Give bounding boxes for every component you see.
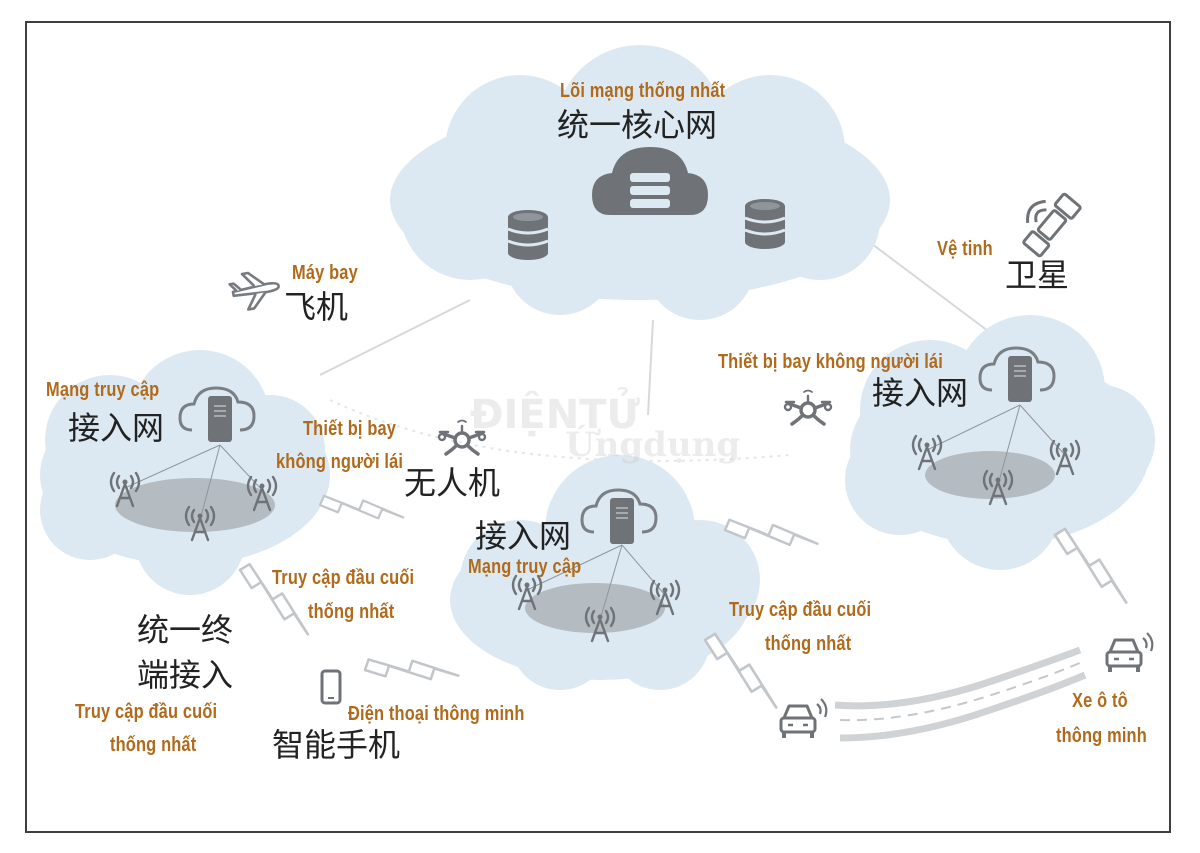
drone-left-label-vi-line1: Thiết bị bay: [303, 418, 397, 440]
smart-car-label-vi-line1: Xe ô tô: [1072, 690, 1128, 712]
wireless-link-icon: [315, 464, 405, 555]
coverage-area-left: [115, 478, 275, 532]
database-icon: [506, 208, 550, 262]
core-network-label-zh: 统一核心网: [557, 106, 718, 144]
link-label-center-line1: Truy cập đầu cuối: [272, 567, 415, 589]
watermark-line2: Ứngdụng: [565, 425, 741, 465]
unified-terminal-label-zh-line1: 统一终: [137, 611, 234, 649]
smartphone-label-vi: Điện thoại thông minh: [348, 703, 525, 725]
link-label-right-line1: Truy cập đầu cuối: [729, 599, 872, 621]
road: [834, 646, 1087, 742]
unified-terminal-label-zh-line2: 端接入: [137, 656, 234, 694]
airplane-icon: [228, 271, 280, 311]
access-network-right-label-zh: 接入网: [872, 374, 969, 412]
satellite-label-zh: 卫星: [1005, 256, 1070, 294]
satellite-icon: [1022, 192, 1082, 258]
connection-lines: [319, 234, 1001, 462]
drone-left-label-vi-line2: không người lái: [276, 451, 404, 473]
connected-car-icon: [1105, 631, 1155, 674]
connected-car-icon: [779, 697, 829, 740]
airplane-label-vi: Máy bay: [292, 262, 358, 284]
core-network-label-vi: Lõi mạng thống nhất: [560, 80, 726, 102]
coverage-area-center: [525, 583, 665, 633]
smartphone-label-zh: 智能手机: [272, 726, 401, 764]
database-icon: [743, 197, 787, 251]
unified-terminal-label-vi-line2: thống nhất: [110, 734, 197, 756]
drone-right-label-vi: Thiết bị bay không người lái: [718, 351, 943, 373]
access-network-left-cloud: [40, 350, 330, 595]
coverage-area-right: [925, 451, 1055, 499]
smart-car-label-vi-line2: thông minh: [1056, 725, 1147, 747]
access-network-center-label-vi: Mạng truy cập: [468, 556, 582, 578]
wireless-link-icon: [1053, 522, 1128, 610]
watermark-line1: ĐIỆNTỬ: [470, 392, 640, 438]
access-network-left-label-zh: 接入网: [68, 409, 165, 447]
satellite-label-vi: Vệ tinh: [937, 238, 993, 260]
access-network-left-label-vi: Mạng truy cập: [46, 379, 160, 401]
airplane-label-zh: 飞机: [284, 288, 349, 326]
link-label-right-line2: thống nhất: [765, 633, 852, 655]
drone-icon: [783, 388, 833, 426]
access-network-center-label-zh: 接入网: [475, 517, 572, 555]
cloud-server-icon: [592, 147, 708, 215]
drone-left-label-zh: 无人机: [404, 464, 501, 502]
unified-terminal-label-vi-line1: Truy cập đầu cuối: [75, 701, 218, 723]
smartphone-icon: [320, 669, 342, 705]
link-label-center-line2: thống nhất: [308, 601, 395, 623]
